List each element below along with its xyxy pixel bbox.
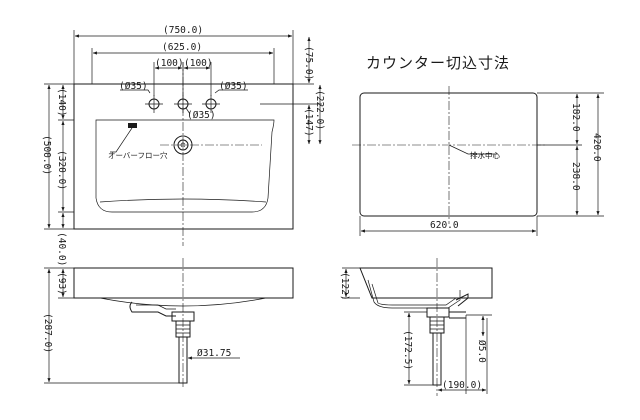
cutout-total-depth-label: 420.0 <box>591 133 602 162</box>
side-drain-nut <box>426 307 450 318</box>
front-counter-outline <box>73 267 294 299</box>
side-trap-outlet <box>449 311 466 319</box>
front-trap-pipe-inner <box>136 304 176 310</box>
front-trap-pipe <box>129 301 176 317</box>
side-trap-extension-lines <box>404 311 433 386</box>
hole-left-label: (Ø35) <box>119 81 148 92</box>
side-pipe-extension-lines <box>465 314 492 394</box>
front-thickness-label: (93) <box>56 272 67 295</box>
front-view: Ø31.75 (93) (287.0) <box>42 258 294 388</box>
cutout-right-extension-lines <box>537 92 604 217</box>
side-depth-label: (122) <box>339 272 350 301</box>
hole-center-leader <box>185 107 191 115</box>
side-overflow-pipe <box>455 293 469 307</box>
overflow-label: オーバーフロー穴 <box>108 150 168 160</box>
basin-outline <box>95 119 275 213</box>
plan-inner-width-label: (625.0) <box>162 42 202 53</box>
counter-outline <box>73 83 294 230</box>
cutout-lower-label: 238.0 <box>570 162 581 191</box>
front-drain-pipe <box>178 336 188 384</box>
cutout-width-extension-lines <box>359 216 538 236</box>
front-drain-diameter-label: Ø31.75 <box>197 348 231 359</box>
cutout-view: 排水中心 182.0 238.0 420.0 620.0 <box>352 86 604 236</box>
drain-center-leader <box>448 144 498 155</box>
top-offset-label: (75.0) <box>303 46 314 80</box>
cutout-upper-label: 182.0 <box>570 103 581 132</box>
bottom-offset-label: (40.0) <box>56 232 67 266</box>
front-extension-lines <box>44 267 179 384</box>
right-extension-lines <box>260 83 322 105</box>
width-extension-lines <box>73 30 294 84</box>
spacing-right-label: (100) <box>184 58 213 69</box>
spacing-extension-lines <box>153 62 212 96</box>
side-bowl-section <box>367 279 461 309</box>
side-pipe-label: Ø5.0 <box>476 340 487 363</box>
side-drain-offset-label: (190.0) <box>442 380 482 391</box>
hole-left-leader <box>120 89 151 94</box>
basin-depth-label: (320.0) <box>56 150 67 190</box>
front-drain-height-label: (287.0) <box>42 313 53 353</box>
drain-center-label: 排水中心 <box>470 150 500 160</box>
hole-center-mark-right <box>202 95 220 113</box>
hole-right-leader <box>214 89 248 94</box>
faucet-to-drain-label: (147) <box>303 108 314 137</box>
side-drain-thread <box>430 320 444 330</box>
side-bowl-inner <box>371 283 457 306</box>
side-depth-extension-lines <box>342 267 360 299</box>
side-counter-outline <box>359 267 493 299</box>
faucet-depth-label: (222.0) <box>314 90 325 130</box>
hole-center-mark-left <box>145 95 163 113</box>
upper-depth-label: (140) <box>56 88 67 117</box>
cutout-width-label: 620.0 <box>430 220 459 231</box>
spacing-left-label: (100) <box>155 58 184 69</box>
plan-width-label: (750.0) <box>163 25 203 36</box>
side-drain-pipe <box>432 332 442 386</box>
side-trap-height-label: (172.5) <box>402 330 413 370</box>
overflow-hole <box>128 123 137 128</box>
plan-view: オーバーフロー穴 (750.0) (625.0) (100) (100) (Ø3… <box>41 25 325 266</box>
front-drain-thread <box>176 324 190 334</box>
left-extension-lines <box>44 83 74 230</box>
side-view: (122) (172.5) Ø5.0 (190.0) <box>339 258 493 396</box>
hole-center-label: (Ø35) <box>187 110 216 121</box>
hole-right-label: (Ø35) <box>219 81 248 92</box>
depth-label: (500.0) <box>41 135 52 175</box>
overflow-leader <box>110 127 133 153</box>
cutout-outline <box>359 92 538 217</box>
inner-width-extension-lines <box>91 48 275 84</box>
cutout-title: カウンター切込寸法 <box>366 54 510 72</box>
